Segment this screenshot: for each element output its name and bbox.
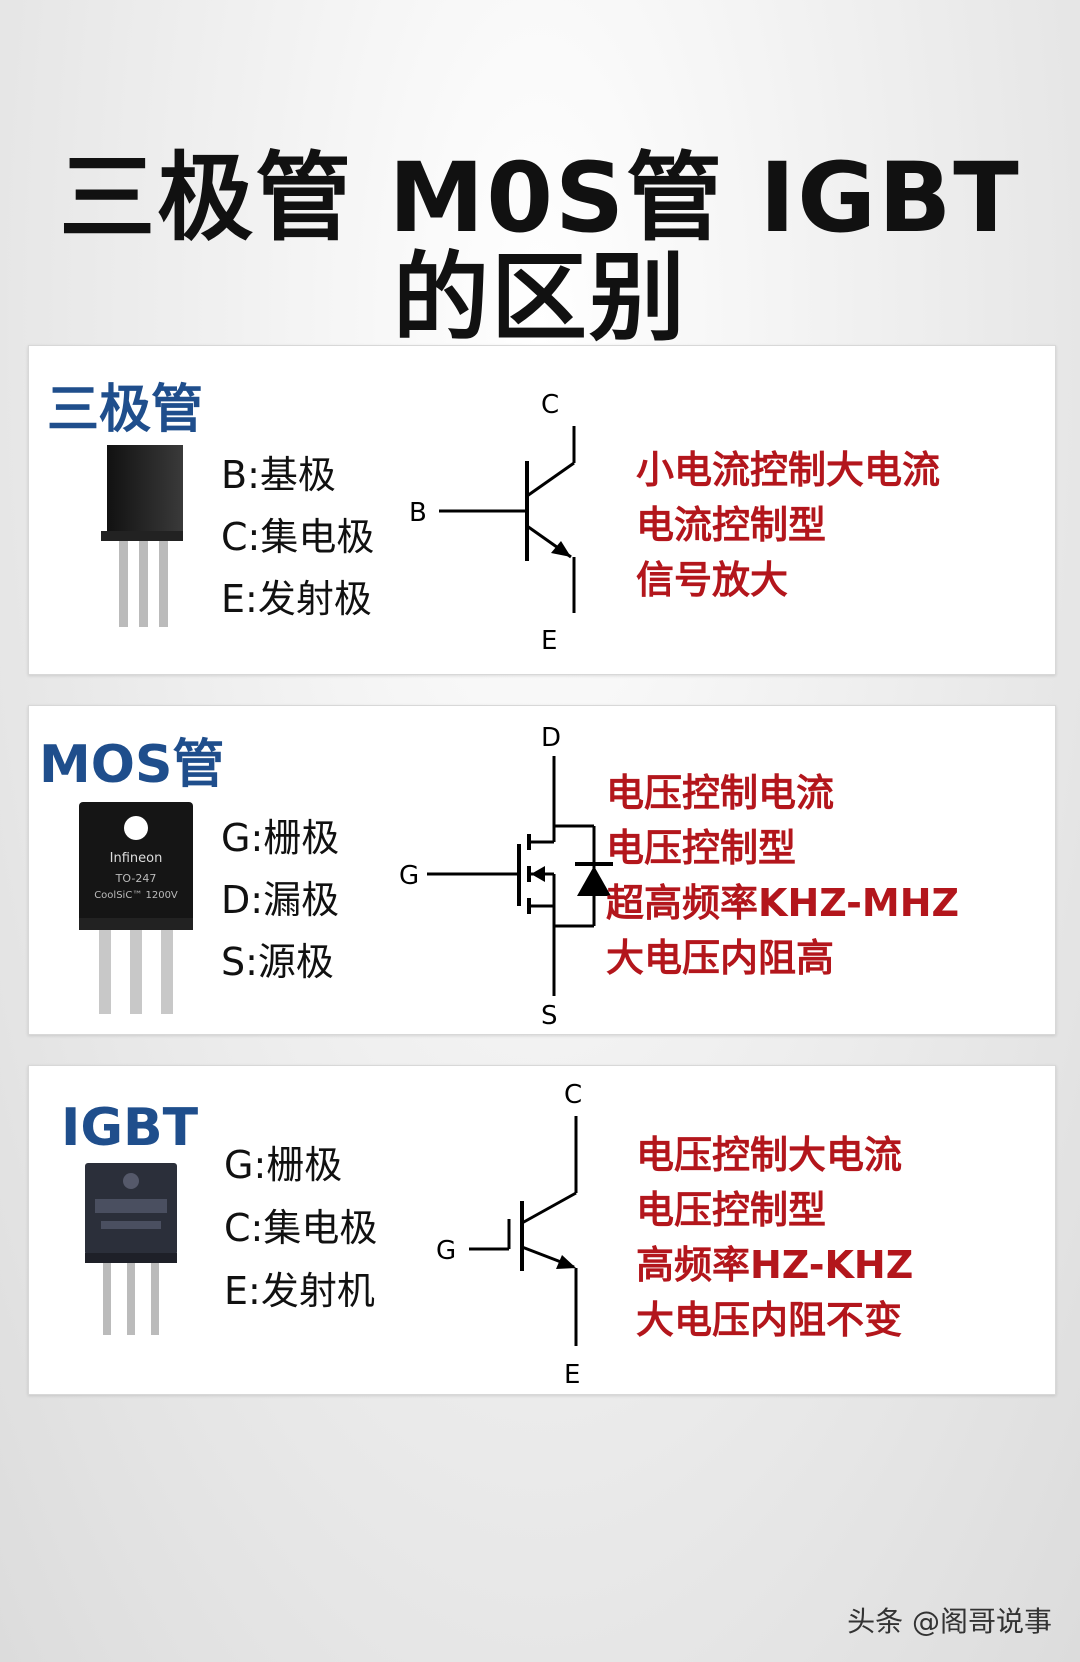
card-title-mosfet: MOS管 [39,735,225,795]
package-brand: Infineon [110,851,163,866]
mosfet-terminal-d: D [541,723,561,753]
feature-item: 电压控制型 [636,1188,827,1232]
bjt-symbol: C B E [409,390,576,656]
package-model: CoolSiC™ 1200V [94,890,178,901]
igbt-component-image [85,1163,177,1335]
page-title: 三极管 M0S管 IGBT [59,142,1021,254]
package-type: TO-247 [115,872,157,885]
pin-label: G:栅极 [224,1143,343,1187]
mosfet-feature-list: 电压控制电流 电压控制型 超高频率KHZ-MHZ 大电压内阻高 [606,774,959,994]
igbt-pin-list: G:栅极 C:集电极 E:发射机 [224,1146,377,1335]
bjt-pin-list: B:基极 C:集电极 E:发射极 [221,456,374,642]
pin-label: S:源极 [221,940,334,984]
card-title-igbt: IGBT [61,1098,199,1158]
pin-label: D:漏极 [221,878,340,922]
feature-item: 小电流控制大电流 [636,448,941,492]
igbt-terminal-g: G [436,1236,456,1266]
pin-label: B:基极 [221,453,336,497]
igbt-feature-list: 电压控制大电流 电压控制型 高频率HZ-KHZ 大电压内阻不变 [636,1136,913,1356]
bjt-terminal-b: B [409,498,427,528]
feature-item: 电压控制大电流 [636,1133,903,1177]
card-igbt: IGBT G:栅极 C:集电极 E:发射机 C G E 电压控制大电流 电压控制… [28,1065,1056,1395]
pin-label: E:发射极 [221,577,372,621]
igbt-symbol: C G E [436,1080,582,1390]
pin-label: G:栅极 [221,816,340,860]
feature-item: 信号放大 [636,558,789,602]
card-bjt: 三极管 B:基极 C:集电极 E:发射极 C B E 小电流控制大电流 电流控制… [28,345,1056,675]
page-subtitle: 的区别 [393,242,687,354]
mosfet-terminal-g: G [399,861,419,891]
card-mosfet: MOS管 Infineon TO-247 CoolSiC™ 1200V G:栅极… [28,705,1056,1035]
mosfet-symbol: D G S [399,723,613,1031]
feature-item: 大电压内阻不变 [636,1298,903,1342]
mosfet-pin-list: G:栅极 D:漏极 S:源极 [221,819,339,1005]
igbt-terminal-c: C [564,1080,582,1110]
feature-item: 大电压内阻高 [606,936,835,980]
feature-item: 高频率HZ-KHZ [636,1243,914,1287]
mosfet-component-image: Infineon TO-247 CoolSiC™ 1200V [79,802,193,1014]
feature-item: 电压控制电流 [606,771,835,815]
watermark: 头条 @阁哥说事 [847,1605,1052,1638]
bjt-component-image [101,445,183,627]
mosfet-terminal-s: S [541,1001,558,1031]
feature-item: 超高频率KHZ-MHZ [606,881,960,925]
feature-item: 电流控制型 [636,503,827,547]
pin-label: E:发射机 [224,1269,375,1313]
card-title-bjt: 三极管 [47,380,204,440]
bjt-terminal-c: C [541,390,559,420]
pin-label: C:集电极 [221,515,375,559]
bjt-terminal-e: E [541,626,557,656]
igbt-terminal-e: E [564,1360,580,1390]
pin-label: C:集电极 [224,1206,378,1250]
feature-item: 电压控制型 [606,826,797,870]
bjt-feature-list: 小电流控制大电流 电流控制型 信号放大 [636,451,940,616]
